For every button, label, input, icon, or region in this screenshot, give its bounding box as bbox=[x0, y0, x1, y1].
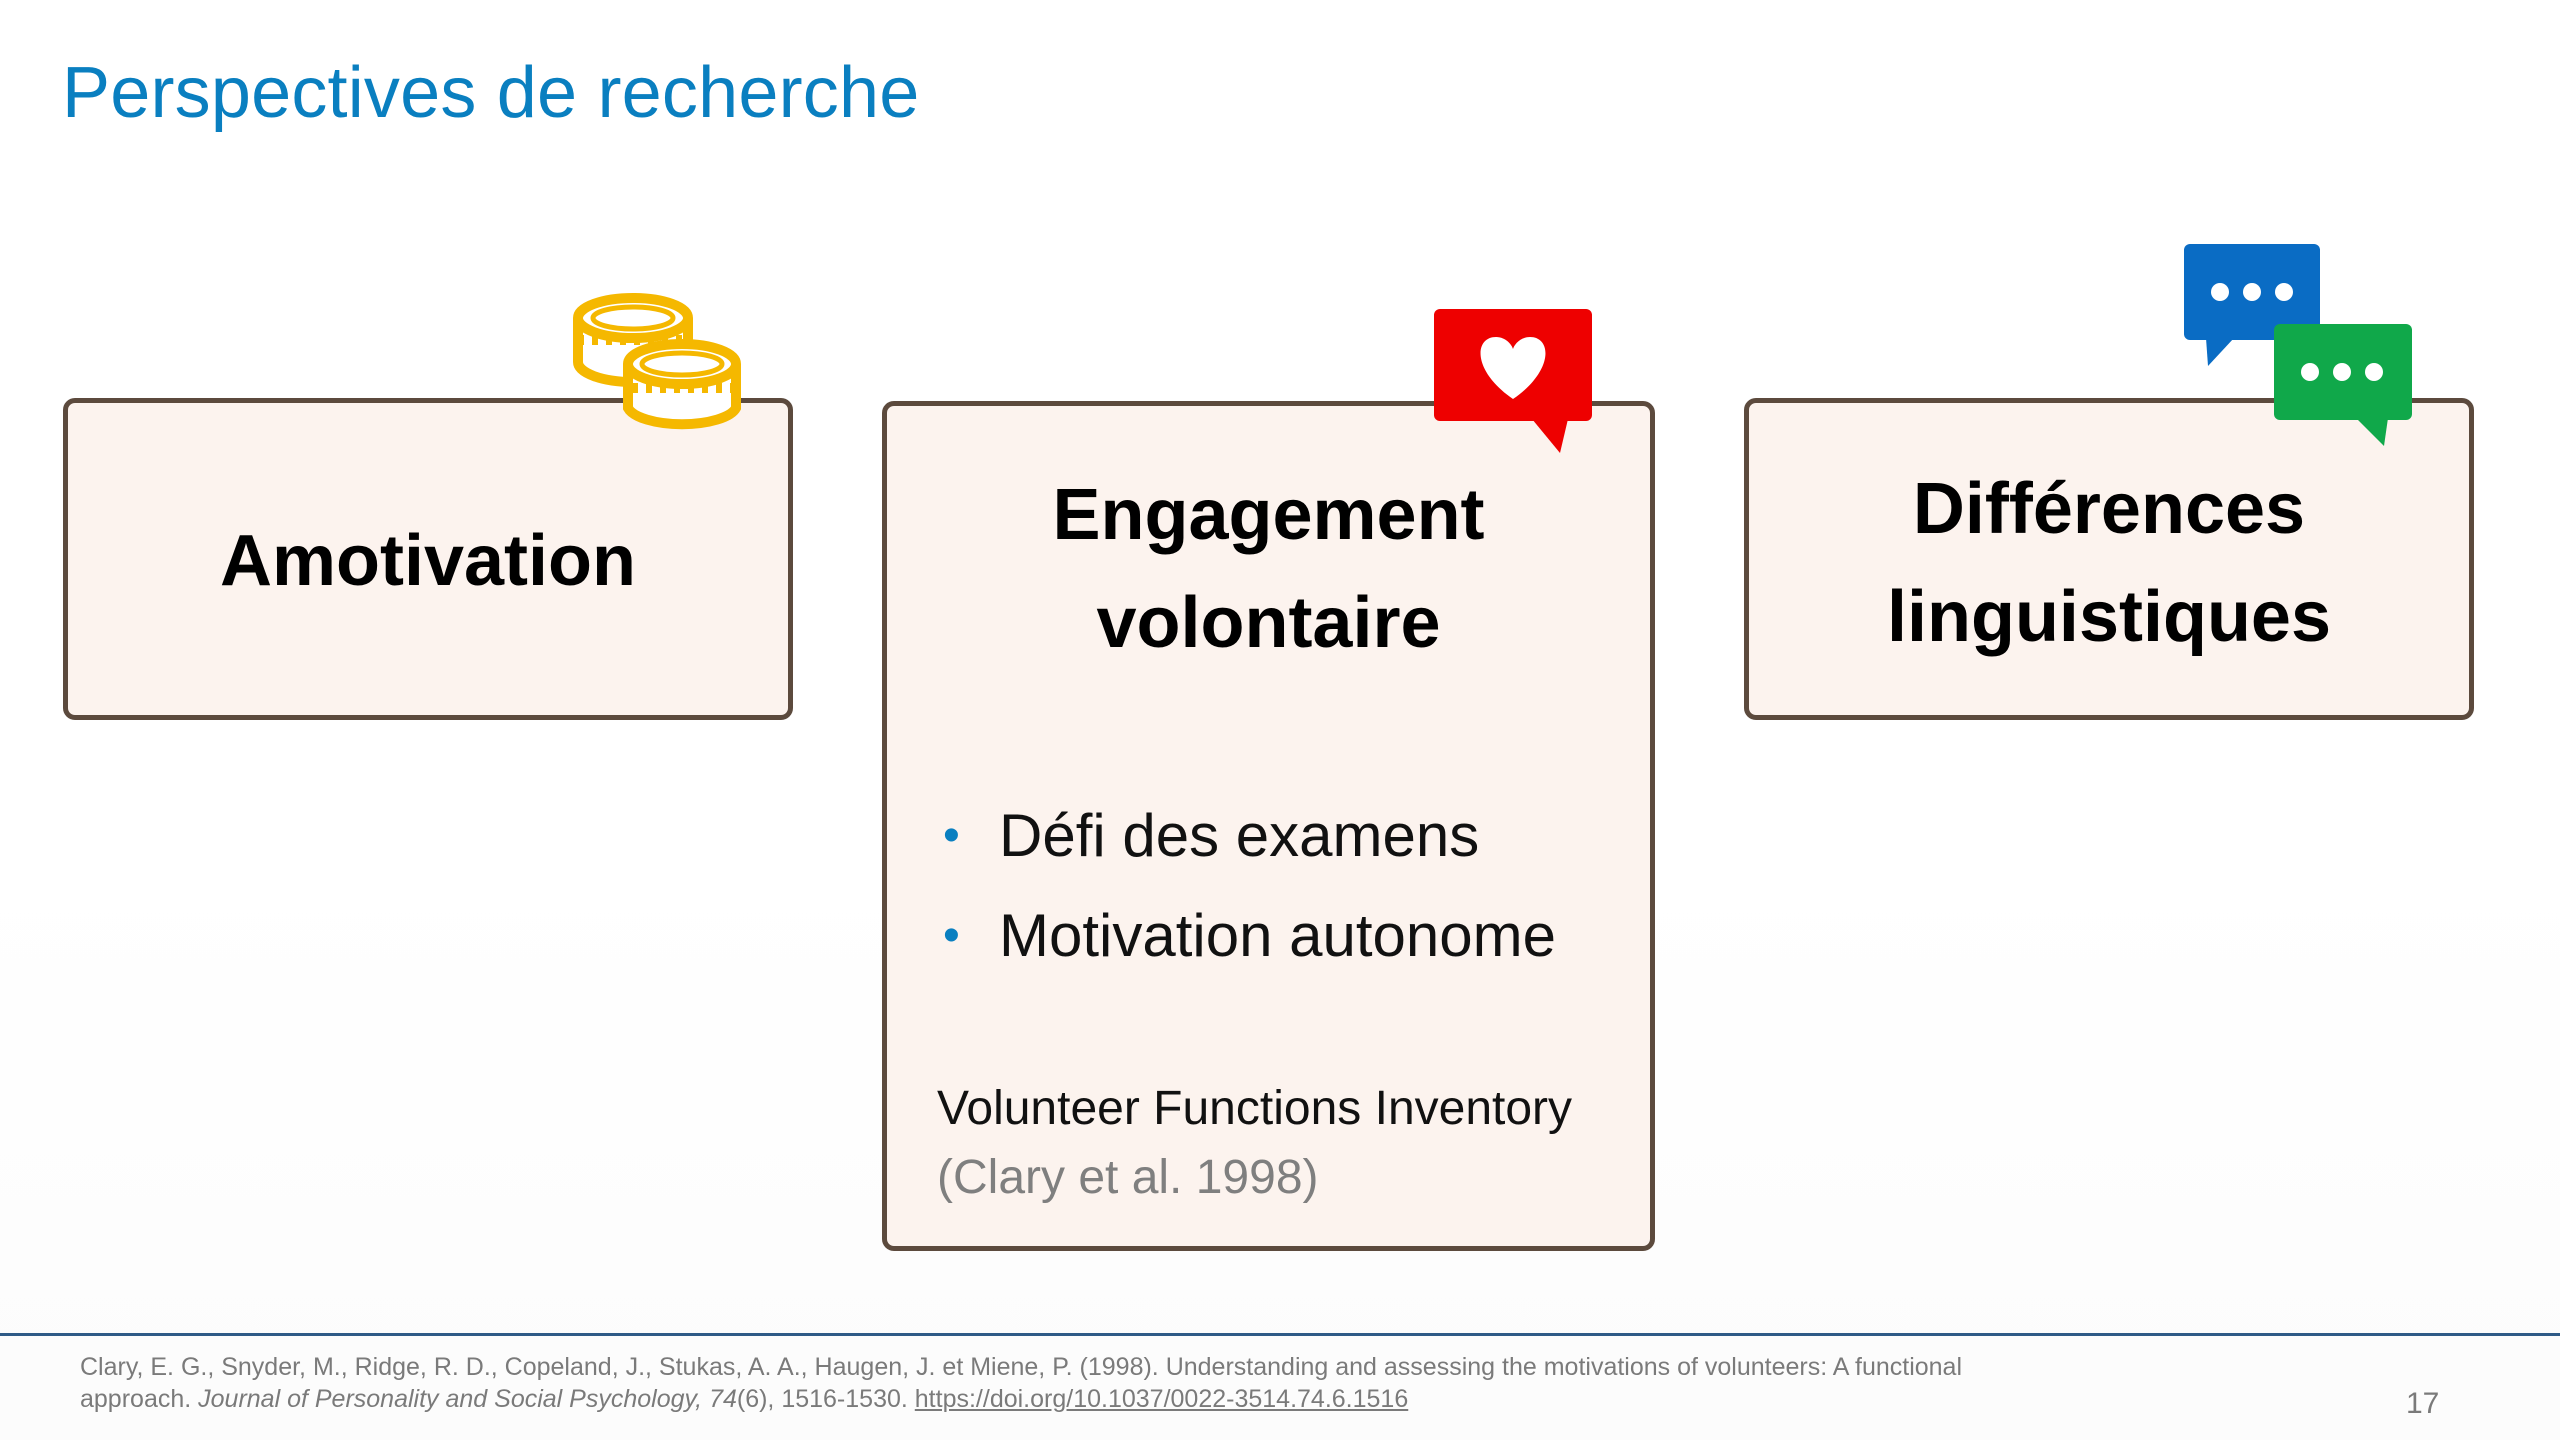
heart-speech-bubble-icon bbox=[1434, 309, 1592, 453]
coins-icon bbox=[573, 293, 741, 430]
card-engagement-title-line1: Engagement bbox=[1052, 475, 1485, 555]
card-amotivation: Amotivation bbox=[63, 398, 793, 720]
reference-journal: Journal of Personality and Social Psycho… bbox=[198, 1385, 737, 1413]
doi-link[interactable]: https://doi.org/10.1037/0022-3514.74.6.1… bbox=[914, 1385, 1409, 1413]
reference-text: Clary, E. G., Snyder, M., Ridge, R. D., … bbox=[80, 1353, 1963, 1413]
card-differences-title-line2: linguistiques bbox=[1886, 577, 2332, 657]
slide-title: Perspectives de recherche bbox=[62, 53, 920, 133]
card-differences-title-line1: Différences bbox=[1912, 469, 2306, 549]
bullet-dot: • bbox=[943, 909, 960, 962]
footer-reference: Clary, E. G., Snyder, M., Ridge, R. D., … bbox=[80, 1351, 1980, 1415]
card-engagement-title: Engagement volontaire bbox=[887, 461, 1650, 677]
bullet-dot: • bbox=[943, 809, 960, 862]
chat-bubbles-icon bbox=[2184, 244, 2412, 446]
card-differences-title: Différences linguistiques bbox=[1749, 455, 2469, 671]
instrument-citation: (Clary et al. 1998) bbox=[937, 1151, 1319, 1204]
list-item: • Défi des examens bbox=[937, 786, 1556, 886]
page-number: 17 bbox=[2406, 1387, 2440, 1420]
bullet-text: Motivation autonome bbox=[999, 902, 1556, 969]
card-engagement: Engagement volontaire • Défi des examens… bbox=[882, 401, 1655, 1251]
card-amotivation-title: Amotivation bbox=[219, 521, 636, 601]
bullet-text: Défi des examens bbox=[999, 802, 1480, 869]
footer-divider bbox=[0, 1333, 2560, 1336]
card-engagement-title-line2: volontaire bbox=[1096, 583, 1441, 663]
card-differences: Différences linguistiques bbox=[1744, 398, 2474, 720]
list-item: • Motivation autonome bbox=[937, 886, 1556, 986]
bullet-list: • Défi des examens • Motivation autonome bbox=[937, 786, 1556, 986]
reference-issue-pages: (6), 1516-1530. bbox=[736, 1385, 915, 1413]
instrument-name: Volunteer Functions Inventory bbox=[937, 1082, 1573, 1135]
